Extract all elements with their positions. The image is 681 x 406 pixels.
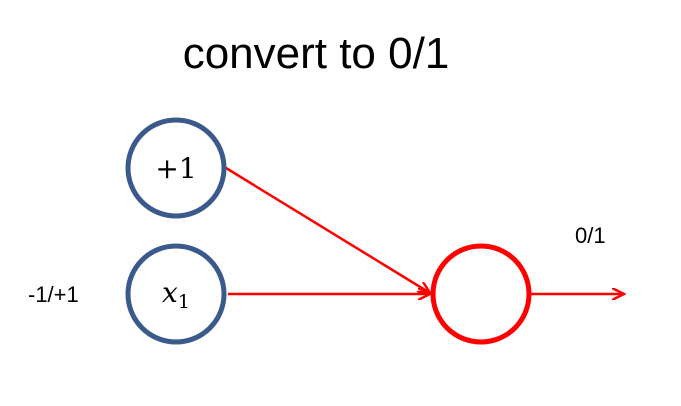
diagram-title: convert to 0/1 bbox=[183, 29, 450, 78]
input-range-label: -1/+1 bbox=[28, 282, 79, 307]
input-node: x1 bbox=[125, 243, 227, 345]
bias-node-label: +1 bbox=[155, 152, 196, 185]
input-node-symbol: x bbox=[162, 276, 178, 309]
input-node-subscript: 1 bbox=[178, 291, 190, 313]
output-label: 0/1 bbox=[575, 223, 606, 248]
output-node bbox=[430, 243, 532, 345]
input-node-label: x1 bbox=[162, 276, 190, 313]
bias-node: +1 bbox=[125, 117, 227, 219]
edge-bias-to-output bbox=[225, 166, 430, 293]
